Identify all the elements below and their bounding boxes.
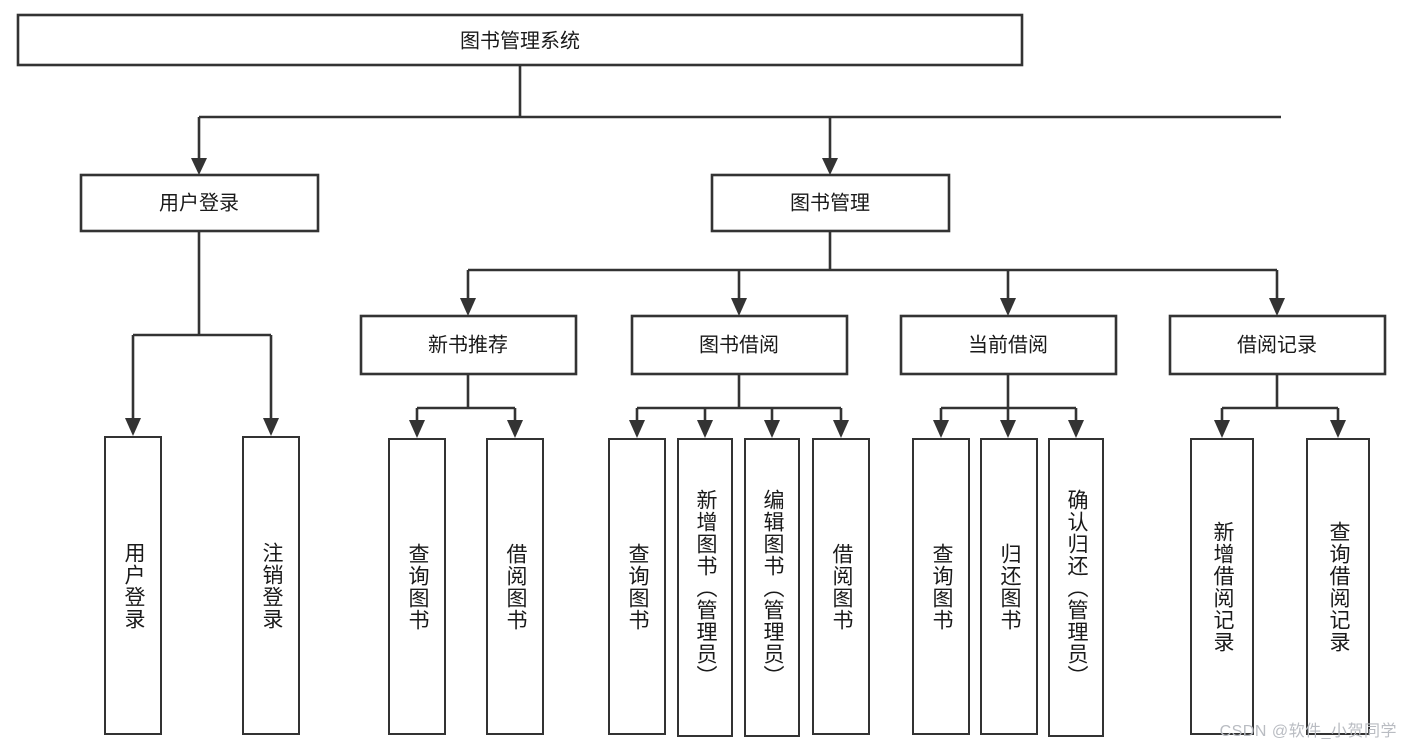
leaf-node-borrow-book-recommend[interactable]: 借阅图书 [486,438,544,735]
connector-book-management-to-level3 [460,231,1285,316]
leaf-node-edit-book-admin-label: 编辑图书（管理员） [761,488,785,687]
node-borrow-record-group[interactable]: 借阅记录 [1168,314,1387,376]
arrow-head-icon [409,420,425,438]
arrow-head-icon [1269,298,1285,316]
leaf-node-add-borrow-record[interactable]: 新增借阅记录 [1190,438,1254,735]
node-user-login-group[interactable]: 用户登录 [79,173,320,233]
node-book-borrow-rect [630,314,849,376]
leaf-node-user-login[interactable]: 用户登录 [104,436,162,735]
leaf-node-query-book-recommend[interactable]: 查询图书 [388,438,446,735]
node-root-rect [16,13,1024,67]
node-user-login-label: 用户登录 [159,191,239,214]
node-new-book-recommend-group[interactable]: 新书推荐 [359,314,578,376]
leaf-node-query-book-current[interactable]: 查询图书 [912,438,970,735]
connector-user-login-to-leaves [125,231,279,436]
leaf-node-logout-label: 注销登录 [260,541,284,630]
leaf-node-query-borrow-record-label: 查询借阅记录 [1327,520,1351,653]
node-borrow-record-label: 借阅记录 [1237,333,1317,356]
leaf-node-edit-book-admin[interactable]: 编辑图书（管理员） [744,438,800,737]
connector-current-borrow-to-leaves [933,374,1084,438]
leaf-node-return-book[interactable]: 归还图书 [980,438,1038,735]
node-root-label: 图书管理系统 [460,29,580,52]
arrow-head-icon [125,418,141,436]
node-current-borrow-label: 当前借阅 [968,333,1048,356]
leaf-node-query-book-borrow-label: 查询图书 [626,542,650,631]
connector-root-to-level2 [191,65,1281,175]
node-book-management-label: 图书管理 [790,191,870,214]
leaf-node-borrow-book-recommend-label: 借阅图书 [504,542,528,631]
leaf-node-borrow-book[interactable]: 借阅图书 [812,438,870,735]
node-book-borrow-label: 图书借阅 [699,333,779,356]
arrow-head-icon [507,420,523,438]
arrow-head-icon [933,420,949,438]
leaf-node-query-book-recommend-label: 查询图书 [406,542,430,631]
leaf-node-confirm-return-admin[interactable]: 确认归还（管理员） [1048,438,1104,737]
arrow-head-icon [1330,420,1346,438]
leaf-node-query-borrow-record[interactable]: 查询借阅记录 [1306,438,1370,735]
leaf-node-query-book-current-label: 查询图书 [930,542,954,631]
node-new-book-recommend-label: 新书推荐 [428,333,508,356]
leaf-node-confirm-return-admin-label: 确认归还（管理员） [1065,488,1089,687]
leaf-node-return-book-label: 归还图书 [998,542,1022,631]
arrow-head-icon [822,158,838,175]
arrow-head-icon [731,298,747,316]
leaf-node-add-borrow-record-label: 新增借阅记录 [1211,520,1235,653]
node-book-borrow-group[interactable]: 图书借阅 [630,314,849,376]
arrow-head-icon [764,420,780,438]
node-user-login-rect [79,173,320,233]
leaf-node-query-book-borrow[interactable]: 查询图书 [608,438,666,735]
arrow-head-icon [1000,420,1016,438]
node-root[interactable]: 图书管理系统 [16,13,1024,67]
leaf-node-logout[interactable]: 注销登录 [242,436,300,735]
arrow-head-icon [1000,298,1016,316]
arrow-head-icon [833,420,849,438]
arrow-head-icon [629,420,645,438]
connector-book-borrow-to-leaves [629,374,849,438]
arrow-head-icon [697,420,713,438]
leaf-node-add-book-admin[interactable]: 新增图书（管理员） [677,438,733,737]
leaf-node-borrow-book-label: 借阅图书 [830,542,854,631]
connector-borrow-record-to-leaves [1214,374,1346,438]
node-borrow-record-rect [1168,314,1387,376]
node-book-management-rect [710,173,951,233]
arrow-head-icon [1068,420,1084,438]
node-book-management-group[interactable]: 图书管理 [710,173,951,233]
node-current-borrow-group[interactable]: 当前借阅 [899,314,1118,376]
arrow-head-icon [191,158,207,175]
leaf-node-user-login-label: 用户登录 [122,541,146,630]
arrow-head-icon [1214,420,1230,438]
leaf-node-add-book-admin-label: 新增图书（管理员） [694,488,718,687]
arrow-head-icon [263,418,279,436]
arrow-head-icon [460,298,476,316]
connector-new-book-recommend-to-leaves [409,374,523,438]
node-new-book-recommend-rect [359,314,578,376]
